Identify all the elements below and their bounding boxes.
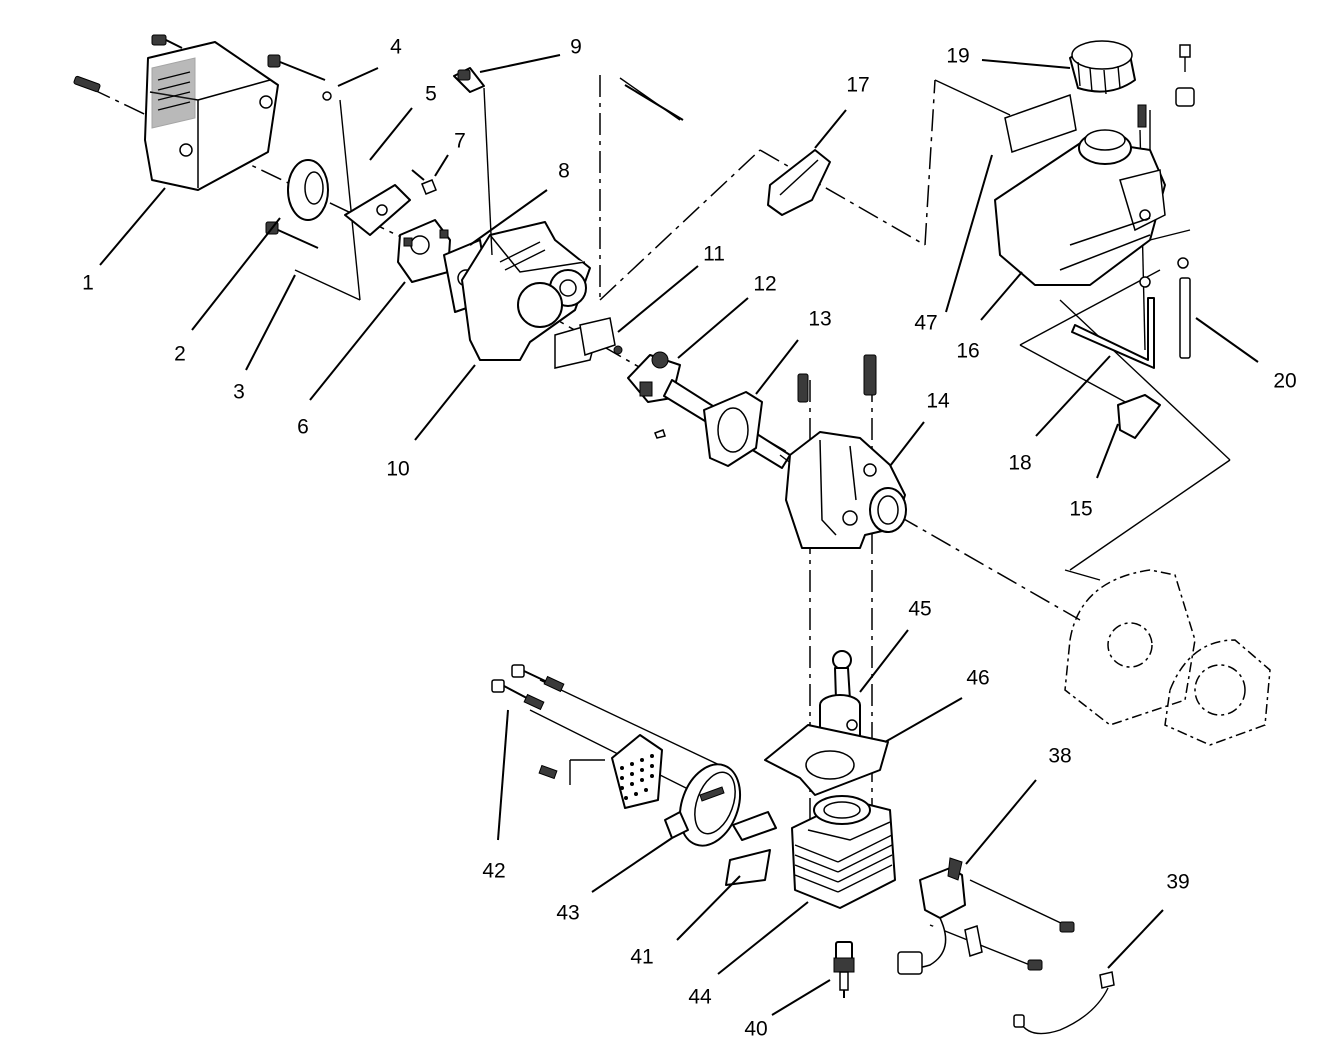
muffler-screen <box>611 734 663 809</box>
tank-clip <box>1117 394 1161 439</box>
callout-7: 7 <box>454 130 466 153</box>
muffler-gasket <box>725 811 777 886</box>
gasket-plate <box>344 184 411 236</box>
callout-38: 38 <box>1048 745 1071 768</box>
callout-18: 18 <box>1008 452 1031 475</box>
tank-bracket-upper <box>767 149 831 216</box>
callout-16: 16 <box>956 340 979 363</box>
callout-46: 46 <box>966 667 989 690</box>
callout-19: 19 <box>946 45 969 68</box>
callout-8: 8 <box>558 160 570 183</box>
mounting-bolts <box>265 54 332 249</box>
crankcase-housing <box>785 354 907 549</box>
engine-housing-reference <box>1064 569 1271 746</box>
air-filter-element <box>287 159 329 221</box>
callout-11: 11 <box>703 243 725 266</box>
callout-15: 15 <box>1069 498 1092 521</box>
callout-41: 41 <box>630 946 653 969</box>
ground-wire <box>1013 971 1115 1035</box>
fuel-fitting <box>453 67 493 256</box>
muffler-bolts <box>491 664 565 780</box>
callout-4: 4 <box>390 36 402 59</box>
callout-5: 5 <box>425 83 437 106</box>
fuel-tank <box>994 129 1166 286</box>
callout-45: 45 <box>908 598 931 621</box>
callout-2: 2 <box>174 343 186 366</box>
callout-40: 40 <box>744 1018 767 1041</box>
callout-12: 12 <box>753 273 776 296</box>
fuel-line <box>1071 297 1155 369</box>
callout-42: 42 <box>482 860 505 883</box>
ignition-module <box>897 857 1075 975</box>
air-filter-cover <box>73 34 279 191</box>
callout-leaders <box>99 54 1259 1016</box>
callout-44: 44 <box>688 986 712 1009</box>
carburetor <box>397 219 451 283</box>
callout-3: 3 <box>233 381 245 404</box>
callout-14: 14 <box>926 390 950 413</box>
callout-20: 20 <box>1273 370 1296 393</box>
callout-17: 17 <box>846 74 869 97</box>
pin-rod <box>624 84 684 121</box>
callout-1: 1 <box>82 272 94 295</box>
tank-fasteners <box>1137 44 1195 359</box>
crankcase-half <box>461 221 591 361</box>
callout-6: 6 <box>297 416 309 439</box>
screw-7 <box>411 169 437 195</box>
spark-plug <box>833 941 855 998</box>
callout-10: 10 <box>386 458 409 481</box>
callout-47: 47 <box>914 312 937 335</box>
crankcase-gasket <box>654 391 763 467</box>
callout-43: 43 <box>556 902 579 925</box>
callout-labels: 1 2 3 4 5 6 7 8 9 10 11 12 13 14 15 16 1… <box>82 36 1297 1041</box>
cylinder-gasket <box>764 724 889 796</box>
fuel-cap <box>1069 40 1136 95</box>
cylinder <box>791 795 896 909</box>
muffler-body <box>664 763 741 847</box>
callout-39: 39 <box>1166 871 1189 894</box>
warning-label <box>1004 93 1077 153</box>
callout-13: 13 <box>808 308 831 331</box>
reed-bracket <box>554 317 623 369</box>
callout-9: 9 <box>570 36 582 59</box>
